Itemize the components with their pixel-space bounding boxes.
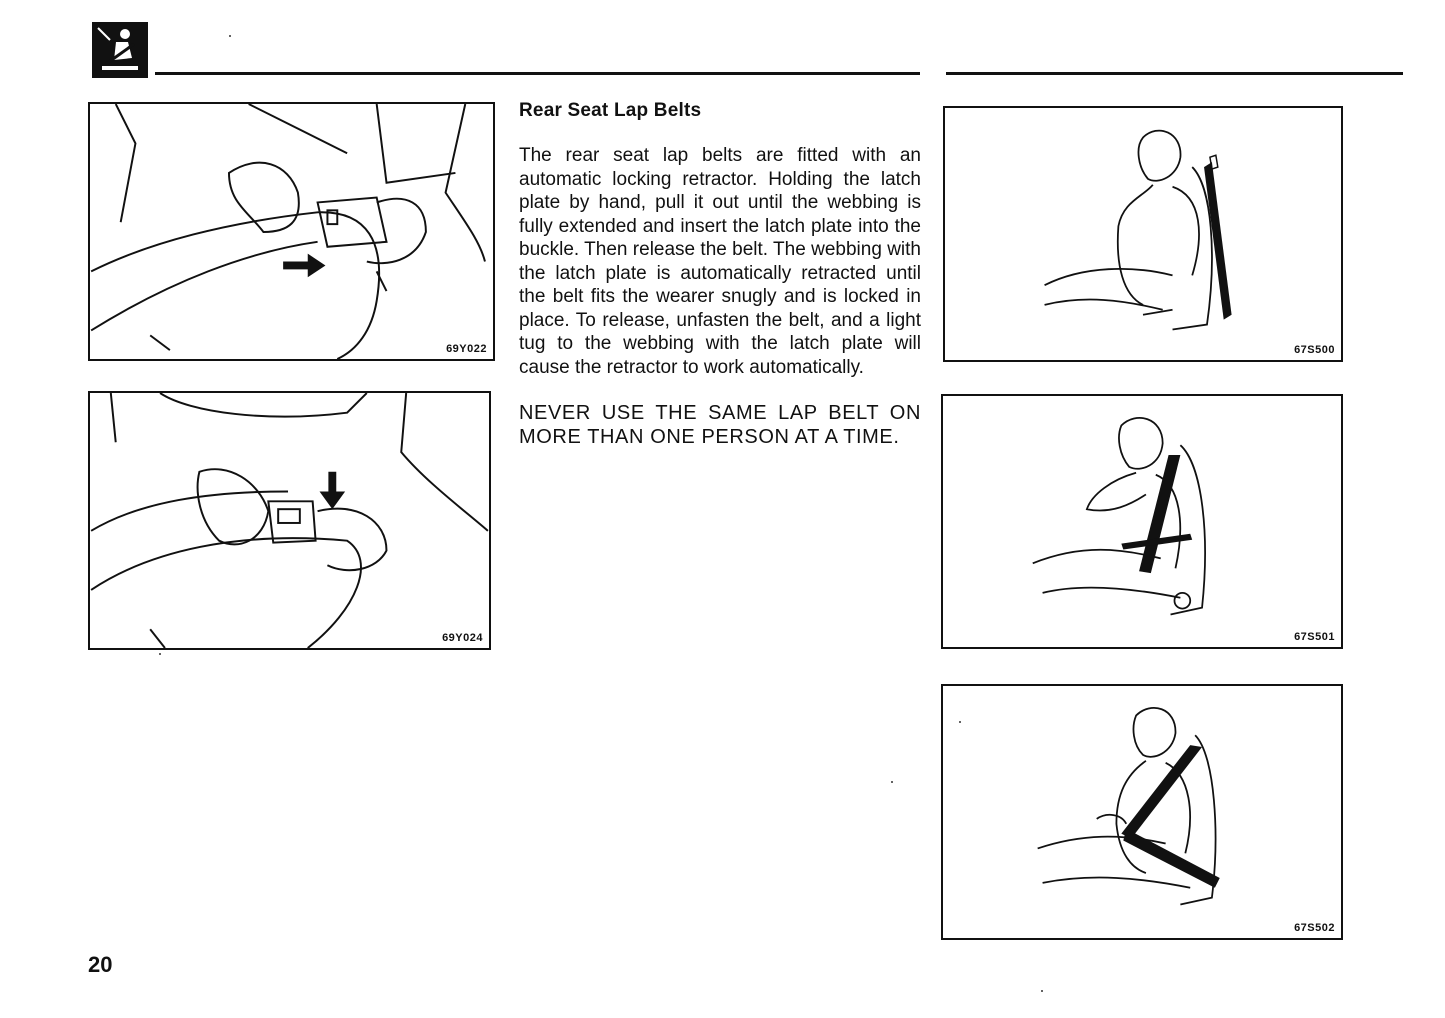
woman-pulling-belt-illustration [1032,416,1206,616]
hands-latch-plate-illustration [90,104,486,359]
header-rule-left [155,72,920,75]
scan-speck [959,721,961,723]
instructions-paragraph: The rear seat lap belts are fitted with … [519,145,921,378]
seatbelt-person-icon [92,22,148,78]
figure-latch-lock: 69Y024 [88,391,491,650]
page-number: 20 [88,952,113,977]
scan-speck [891,781,893,783]
figure-woman-buckled: 67S502 [941,684,1343,940]
figure-code: 67S501 [1294,631,1335,643]
woman-buckled-illustration [1037,706,1220,906]
scan-speck [1041,990,1043,992]
figure-code: 67S500 [1294,344,1335,356]
scan-speck [159,653,161,655]
figure-woman-fastening: 67S501 [941,394,1343,649]
safety-warning: NEVER USE THE SAME LAP BELT ON MORE THAN… [519,402,921,448]
section-heading: Rear Seat Lap Belts [519,100,702,121]
figure-latch-insertion: 69Y022 [88,102,495,361]
header-rule-right [946,72,1403,75]
woman-seat-retractor-illustration [1044,129,1232,331]
figure-code: 67S502 [1294,922,1335,934]
figure-code: 69Y022 [446,343,487,355]
figure-woman-seated: 67S500 [943,106,1343,362]
text-column: Rear Seat Lap Belts The rear seat lap be… [519,100,921,449]
scan-speck [229,35,231,37]
figure-code: 69Y024 [442,632,483,644]
hands-buckle-illustration [90,393,489,648]
